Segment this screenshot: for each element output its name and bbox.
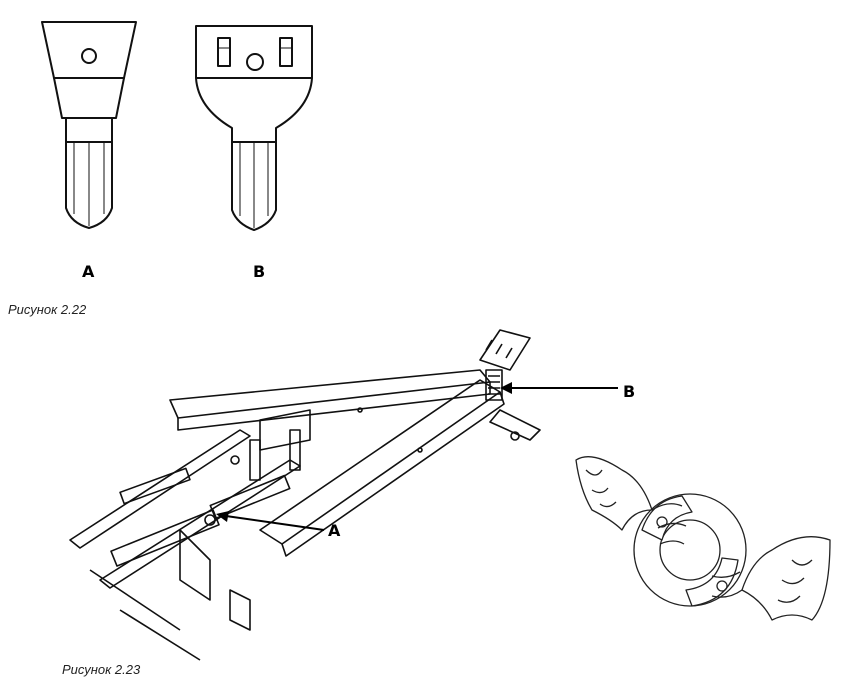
arrow-to-a: [216, 511, 325, 531]
hands-coupler-drawing: [575, 456, 831, 621]
frame-assembly-drawing: [69, 329, 541, 661]
tip-a-label: A: [82, 262, 95, 281]
tip-b-drawing: [195, 25, 313, 231]
tip-a-drawing: [41, 21, 137, 229]
figure-2-22-caption: Рисунок 2.22: [8, 302, 87, 317]
frame-a-label: A: [328, 521, 341, 540]
figure-2-23-caption: Рисунок 2.23: [62, 662, 141, 677]
frame-b-label: B: [623, 382, 636, 401]
tip-b-label: B: [253, 262, 266, 281]
arrow-to-b: [500, 382, 618, 394]
